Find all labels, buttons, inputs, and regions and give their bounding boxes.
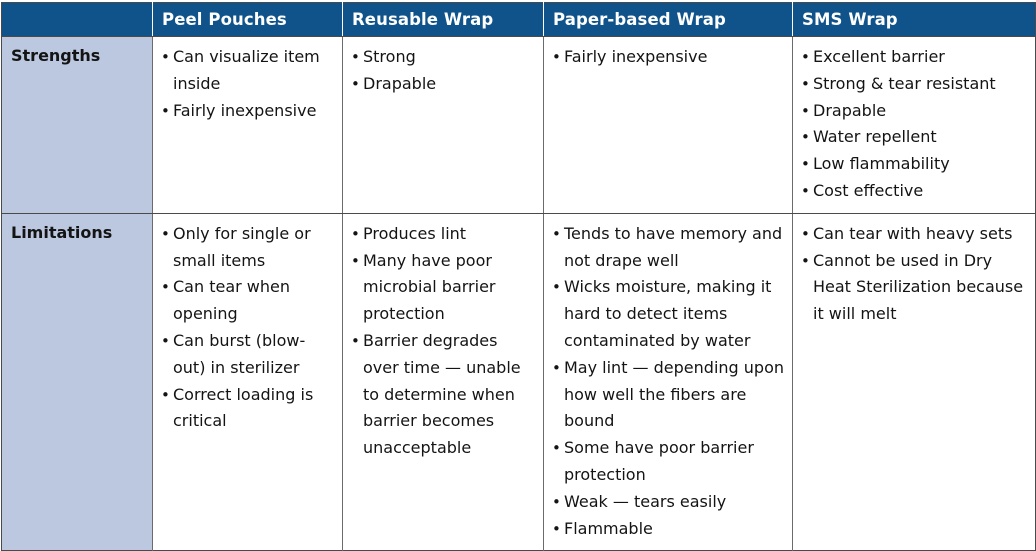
bullet-item: Fairly inexpensive <box>160 98 337 125</box>
bullet-list-limitations-sms-wrap: Can tear with heavy setsCannot be used i… <box>800 221 1030 328</box>
cell-strengths-paper-based-wrap: Fairly inexpensive <box>543 36 793 214</box>
bullet-item: Tends to have memory and not drape well <box>551 221 787 275</box>
bullet-item: Strong <box>350 44 538 71</box>
table-row-limitations: Limitations Only for single or small ite… <box>1 213 1036 551</box>
bullet-list-limitations-paper-based-wrap: Tends to have memory and not drape wellW… <box>551 221 787 543</box>
bullet-list-strengths-sms-wrap: Excellent barrierStrong & tear resistant… <box>800 44 1030 205</box>
bullet-item: May lint — depending upon how well the f… <box>551 355 787 435</box>
cell-limitations-sms-wrap: Can tear with heavy setsCannot be used i… <box>792 213 1036 551</box>
bullet-item: Strong & tear resistant <box>800 71 1030 98</box>
bullet-item: Only for single or small items <box>160 221 337 275</box>
cell-strengths-peel-pouches: Can visualize item insideFairly inexpens… <box>152 36 343 214</box>
bullet-item: Can tear with heavy sets <box>800 221 1030 248</box>
cell-limitations-paper-based-wrap: Tends to have memory and not drape wellW… <box>543 213 793 551</box>
bullet-list-strengths-reusable-wrap: StrongDrapable <box>350 44 538 98</box>
column-header-sms-wrap: SMS Wrap <box>792 2 1036 37</box>
bullet-item: Produces lint <box>350 221 538 248</box>
bullet-item: Flammable <box>551 516 787 543</box>
table-row-strengths: Strengths Can visualize item insideFairl… <box>1 36 1036 214</box>
bullet-item: Cannot be used in Dry Heat Sterilization… <box>800 248 1030 328</box>
bullet-item: Many have poor microbial barrier protect… <box>350 248 538 328</box>
bullet-item: Drapable <box>800 98 1030 125</box>
bullet-item: Fairly inexpensive <box>551 44 787 71</box>
row-header-strengths: Strengths <box>1 36 153 214</box>
bullet-item: Weak — tears easily <box>551 489 787 516</box>
bullet-item: Barrier degrades over time — unable to d… <box>350 328 538 462</box>
cell-strengths-reusable-wrap: StrongDrapable <box>342 36 544 214</box>
bullet-item: Correct loading is critical <box>160 382 337 436</box>
bullet-list-strengths-paper-based-wrap: Fairly inexpensive <box>551 44 787 71</box>
bullet-item: Water repellent <box>800 124 1030 151</box>
bullet-item: Low flammability <box>800 151 1030 178</box>
table-header: Peel Pouches Reusable Wrap Paper-based W… <box>1 2 1036 37</box>
header-row: Peel Pouches Reusable Wrap Paper-based W… <box>1 2 1036 37</box>
cell-limitations-reusable-wrap: Produces lintMany have poor microbial ba… <box>342 213 544 551</box>
cell-strengths-sms-wrap: Excellent barrierStrong & tear resistant… <box>792 36 1036 214</box>
bullet-item: Can burst (blow-out) in sterilizer <box>160 328 337 382</box>
table-body: Strengths Can visualize item insideFairl… <box>1 36 1036 551</box>
bullet-list-limitations-peel-pouches: Only for single or small itemsCan tear w… <box>160 221 337 435</box>
bullet-item: Some have poor barrier protection <box>551 435 787 489</box>
column-header-paper-based-wrap: Paper-based Wrap <box>543 2 793 37</box>
bullet-list-limitations-reusable-wrap: Produces lintMany have poor microbial ba… <box>350 221 538 462</box>
header-corner-cell <box>1 2 153 37</box>
row-header-limitations: Limitations <box>1 213 153 551</box>
bullet-item: Drapable <box>350 71 538 98</box>
column-header-reusable-wrap: Reusable Wrap <box>342 2 544 37</box>
bullet-item: Can visualize item inside <box>160 44 337 98</box>
bullet-item: Excellent barrier <box>800 44 1030 71</box>
bullet-item: Can tear when opening <box>160 274 337 328</box>
bullet-item: Cost effective <box>800 178 1030 205</box>
bullet-item: Wicks moisture, making it hard to detect… <box>551 274 787 354</box>
column-header-peel-pouches: Peel Pouches <box>152 2 343 37</box>
bullet-list-strengths-peel-pouches: Can visualize item insideFairly inexpens… <box>160 44 337 124</box>
cell-limitations-peel-pouches: Only for single or small itemsCan tear w… <box>152 213 343 551</box>
